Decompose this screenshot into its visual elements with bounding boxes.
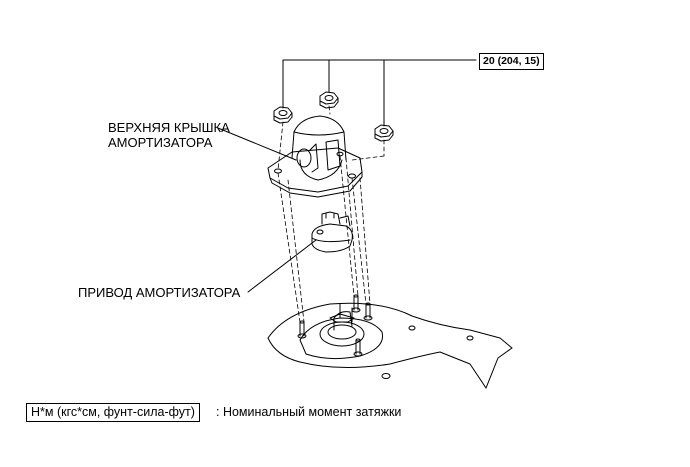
nut-left — [273, 106, 293, 124]
legend-description: : Номинальный момент затяжки — [216, 405, 402, 419]
torque-leader-lines — [282, 59, 477, 127]
legend-unit-box: Н*м (кгс*см, фунт-сила-фут) — [26, 403, 200, 422]
upper-cover-label: ВЕРХНЯЯ КРЫШКА АМОРТИЗАТОРА — [108, 120, 230, 150]
nut-right — [374, 124, 394, 142]
label-leader-lines — [217, 127, 317, 293]
upper-cover-label-line2: АМОРТИЗАТОРА — [108, 135, 213, 150]
assembly-dashed-lines — [277, 105, 385, 323]
upper-cover-label-line1: ВЕРХНЯЯ КРЫШКА — [108, 120, 230, 135]
strut-mount-part — [267, 294, 513, 389]
actuator-label: ПРИВОД АМОРТИЗАТОРА — [78, 285, 241, 300]
upper-cover-part — [267, 115, 363, 198]
actuator-part — [311, 211, 353, 253]
nut-center — [319, 91, 339, 109]
torque-spec-box: 20 (204, 15) — [479, 53, 544, 70]
